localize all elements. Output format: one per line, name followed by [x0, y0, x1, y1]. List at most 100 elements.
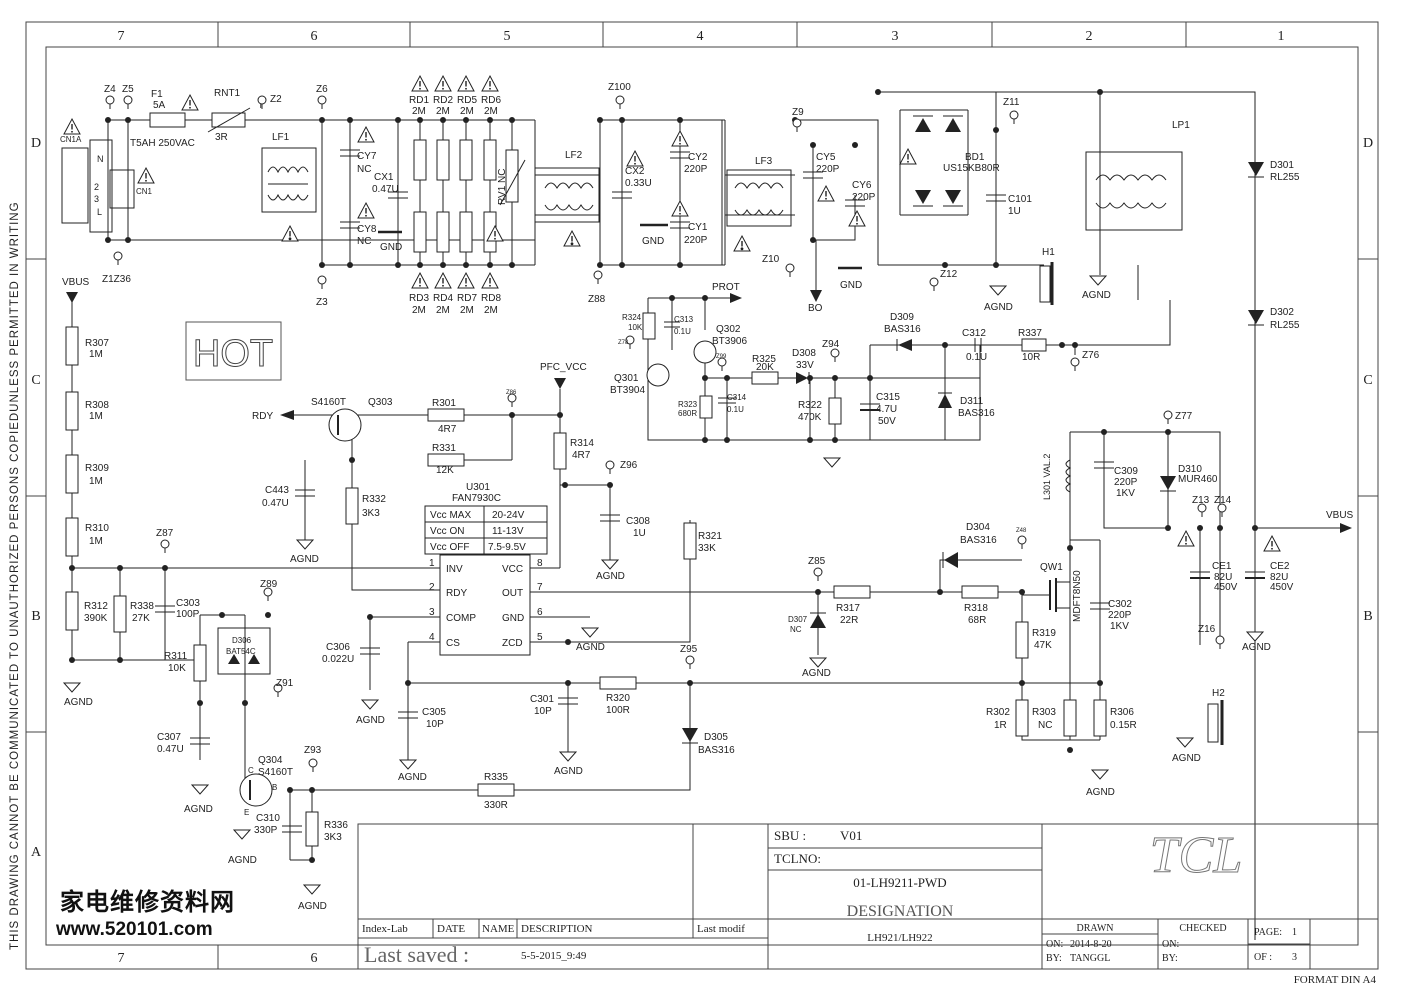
svg-text:R309: R309 [85, 463, 109, 474]
svg-text:C303: C303 [176, 598, 200, 609]
svg-text:LF3: LF3 [755, 156, 773, 167]
svg-text:R311: R311 [164, 651, 188, 662]
cap-cy7-cy8: CY7 NC CY8 NC [340, 126, 377, 247]
svg-text:Z77: Z77 [1175, 411, 1193, 422]
svg-text:E: E [244, 808, 249, 817]
svg-text:GND: GND [642, 236, 664, 247]
svg-text:A: A [31, 845, 42, 860]
svg-text:10R: 10R [1022, 352, 1040, 363]
svg-text:VBUS: VBUS [62, 277, 90, 288]
svg-text:R312: R312 [84, 601, 108, 612]
svg-text:RD8: RD8 [481, 293, 501, 304]
svg-text:0.47U: 0.47U [262, 498, 289, 509]
svg-text:Z96: Z96 [620, 460, 638, 471]
svg-text:7: 7 [118, 951, 125, 966]
svg-text:Q301: Q301 [614, 373, 639, 384]
svg-text:AGND: AGND [1086, 787, 1115, 798]
svg-text:3: 3 [94, 194, 99, 204]
svg-text:2M: 2M [484, 106, 498, 117]
svg-text:MUR460: MUR460 [1178, 474, 1218, 485]
svg-text:H2: H2 [1212, 688, 1225, 699]
svg-text:V01: V01 [840, 828, 862, 843]
svg-text:Z88: Z88 [588, 294, 606, 305]
svg-text:220P: 220P [684, 235, 708, 246]
svg-text:D311: D311 [960, 396, 984, 407]
svg-text:VCC: VCC [502, 564, 523, 575]
svg-text:CE2: CE2 [1270, 561, 1290, 572]
svg-text:B: B [1363, 609, 1372, 624]
choke-lf3: LF3 [726, 156, 792, 252]
svg-text:0.1U: 0.1U [674, 327, 691, 336]
svg-text:Q302: Q302 [716, 324, 741, 335]
header-h2: H2 [1207, 688, 1225, 745]
svg-text:B: B [31, 609, 40, 624]
svg-text:www.520101.com: www.520101.com [55, 919, 213, 940]
svg-text:R302: R302 [986, 707, 1010, 718]
svg-text:AGND: AGND [576, 642, 605, 653]
svg-text:2M: 2M [412, 305, 426, 316]
svg-text:C: C [1363, 373, 1372, 388]
svg-text:CY6: CY6 [852, 180, 872, 191]
svg-text:3: 3 [429, 607, 435, 618]
svg-text:MDFT8N50: MDFT8N50 [1072, 570, 1083, 622]
svg-text:680R: 680R [678, 409, 697, 418]
svg-text:100R: 100R [606, 705, 630, 716]
svg-text:Z86: Z86 [506, 390, 517, 396]
svg-text:Z2: Z2 [270, 94, 282, 105]
svg-text:Vcc ON: Vcc ON [430, 526, 464, 537]
svg-text:R319: R319 [1032, 628, 1056, 639]
svg-text:Z3: Z3 [316, 297, 328, 308]
svg-text:AGND: AGND [398, 772, 427, 783]
svg-text:CE1: CE1 [1212, 561, 1232, 572]
svg-text:GND: GND [380, 242, 402, 253]
svg-text:AGND: AGND [554, 766, 583, 777]
svg-text:DESIGNATION: DESIGNATION [847, 903, 954, 920]
svg-text:2: 2 [94, 182, 99, 192]
svg-text:AGND: AGND [802, 668, 831, 679]
svg-text:Z1Z36: Z1Z36 [102, 274, 131, 285]
boost-inductor-l301: L301 VAL.2 [1042, 454, 1072, 500]
svg-text:220P: 220P [1108, 610, 1132, 621]
svg-text:L301 VAL.2: L301 VAL.2 [1042, 454, 1052, 500]
svg-text:CS: CS [446, 638, 460, 649]
svg-text:1KV: 1KV [1110, 621, 1129, 632]
svg-text:Z87: Z87 [156, 528, 174, 539]
svg-text:NAME: NAME [482, 923, 515, 935]
svg-text:C315: C315 [876, 392, 900, 403]
svg-text:Z100: Z100 [608, 82, 631, 93]
svg-text:CY5: CY5 [816, 152, 836, 163]
svg-text:4: 4 [697, 29, 704, 44]
svg-text:AGND: AGND [184, 804, 213, 815]
svg-text:Z89: Z89 [260, 579, 278, 590]
svg-text:1: 1 [429, 558, 435, 569]
svg-text:Last modif: Last modif [697, 923, 745, 935]
svg-text:ZCD: ZCD [502, 638, 523, 649]
svg-text:R338: R338 [130, 601, 154, 612]
fuse-f1: F1 5A T5AH 250VAC [130, 89, 199, 149]
svg-text:22R: 22R [840, 615, 858, 626]
svg-text:4R7: 4R7 [438, 424, 457, 435]
svg-text:NC: NC [357, 164, 371, 175]
svg-text:COMP: COMP [446, 613, 476, 624]
svg-text:ON:: ON: [1046, 939, 1063, 950]
svg-text:R324: R324 [622, 313, 642, 322]
svg-text:INV: INV [446, 564, 463, 575]
junction-dots [69, 89, 1258, 863]
svg-text:1U: 1U [1008, 206, 1021, 217]
svg-text:R303: R303 [1032, 707, 1056, 718]
svg-text:R323: R323 [678, 400, 698, 409]
